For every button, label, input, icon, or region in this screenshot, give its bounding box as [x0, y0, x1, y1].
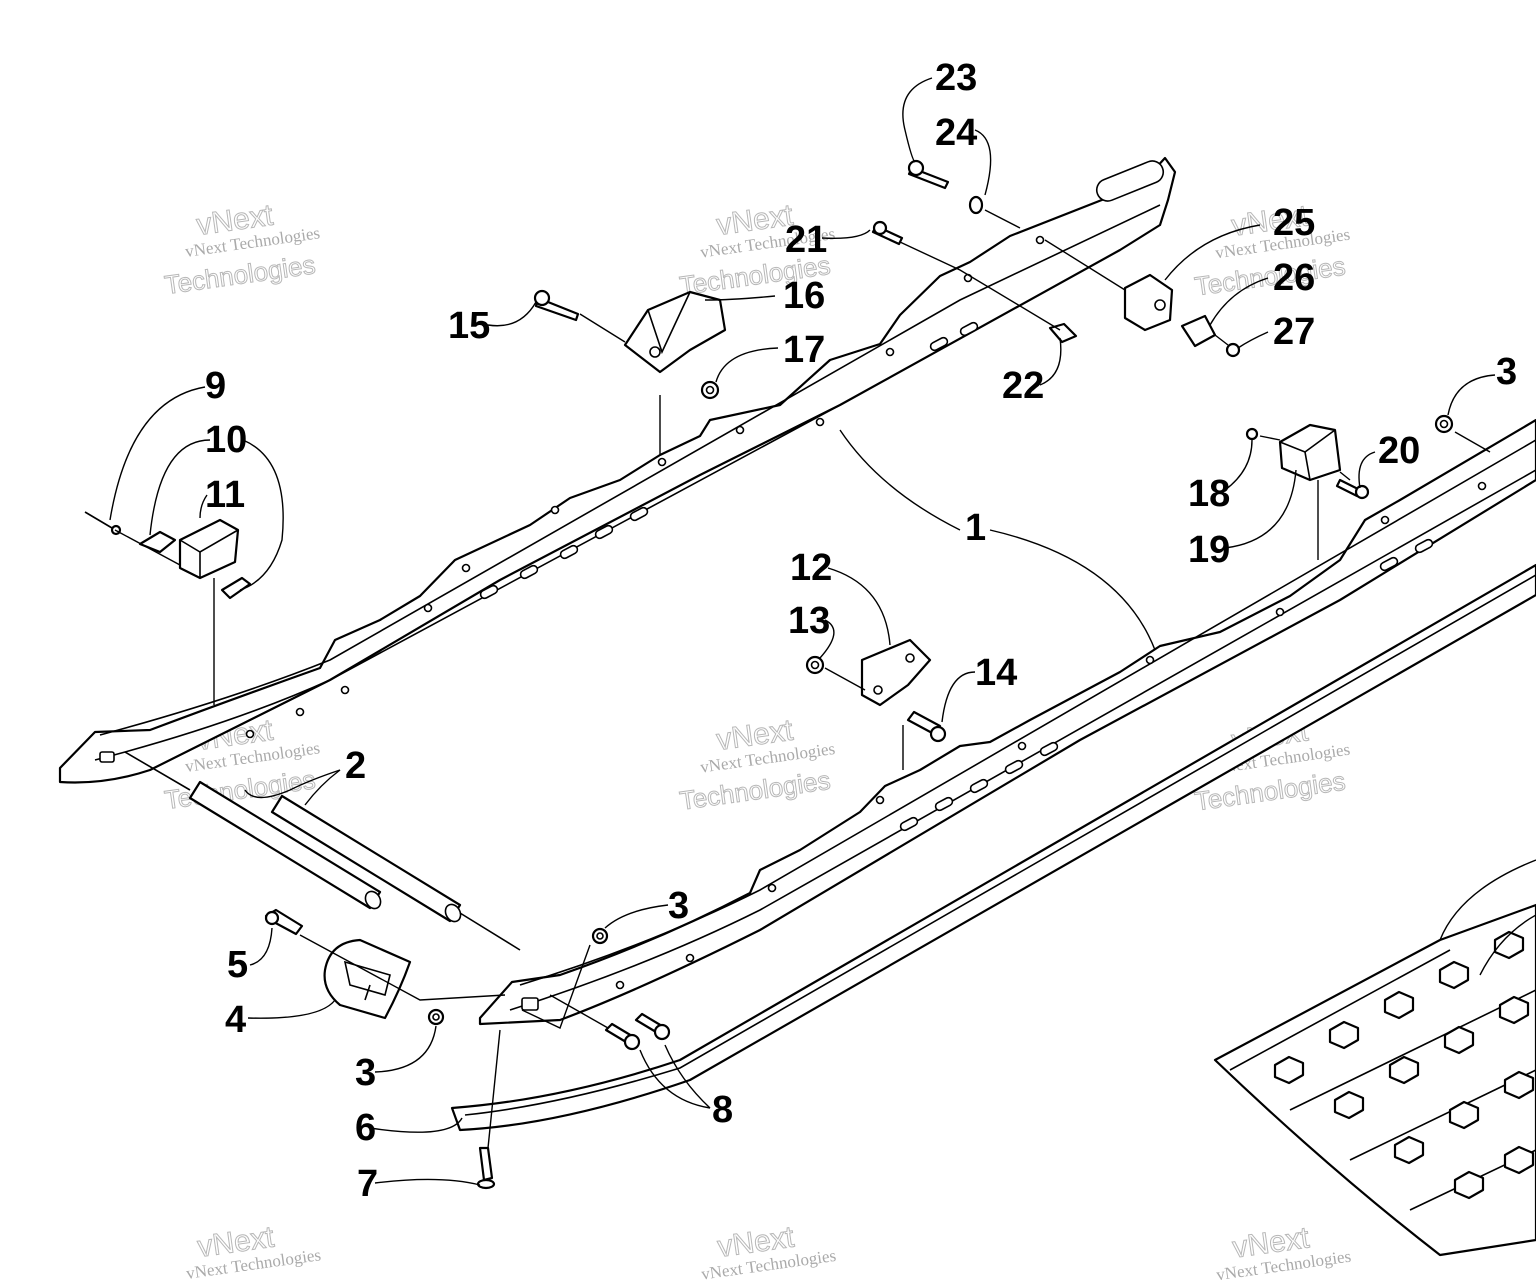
callout-24: 24	[935, 112, 977, 154]
bolt-21	[871, 220, 904, 246]
callout-6: 6	[355, 1107, 376, 1149]
callout-17: 17	[783, 329, 825, 371]
callout-3: 3	[668, 885, 689, 927]
callout-25: 25	[1273, 202, 1315, 244]
bracket-12	[860, 638, 932, 707]
callout-12: 12	[790, 547, 832, 589]
nut-3-upper	[591, 927, 609, 945]
bolts-8	[604, 1012, 671, 1051]
callouts: 1 2 3 3 3 4 5 6 7 8 9 10 11 12 13 14 15 …	[205, 57, 1517, 1205]
block-16	[623, 290, 727, 374]
callout-22: 22	[1002, 365, 1044, 407]
nut-3-right	[1434, 414, 1454, 434]
rail-holes-right	[615, 481, 1487, 990]
nut-18	[1245, 427, 1259, 441]
track-lug-group	[1273, 930, 1535, 1200]
callout-10: 10	[205, 419, 247, 461]
left-slide-rail	[58, 156, 1177, 784]
callout-15: 15	[448, 305, 490, 347]
bolt-20	[1335, 478, 1370, 500]
stopper-25	[1123, 273, 1174, 332]
callout-3: 3	[1496, 351, 1517, 393]
callout-23: 23	[935, 57, 977, 99]
rail-holes-left	[245, 235, 1045, 739]
callout-20: 20	[1378, 430, 1420, 472]
callout-27: 27	[1273, 311, 1315, 353]
rail-slots-right	[899, 538, 1434, 832]
screw-7	[476, 1146, 496, 1190]
assembly-lines	[114, 209, 1491, 1149]
callout-3: 3	[355, 1052, 376, 1094]
watermark: vNext vNext Technologies Technologies	[677, 713, 836, 816]
callout-26: 26	[1273, 257, 1315, 299]
callout-14: 14	[975, 652, 1017, 694]
watermark: vNext vNext Technologies	[185, 1220, 322, 1280]
watermark-layer: vNext vNext Technologies Technologies vN…	[162, 198, 1352, 1280]
callout-5: 5	[227, 944, 248, 986]
callout-21: 21	[785, 219, 827, 261]
wear-strip	[450, 563, 1536, 1132]
callout-9: 9	[205, 365, 226, 407]
callout-11: 11	[205, 474, 245, 516]
wheel-block-4	[323, 938, 412, 1020]
nut-13	[805, 655, 825, 675]
stop-block-11	[178, 518, 240, 580]
nut-3-lower	[427, 1008, 445, 1026]
bolt-5	[264, 908, 304, 936]
right-slide-rail	[478, 418, 1536, 1026]
cap-26	[1180, 314, 1217, 348]
block-19	[1278, 423, 1342, 482]
nut-17	[700, 380, 720, 400]
watermark: vNext vNext Technologies Technologies	[162, 198, 321, 300]
bolt-14	[906, 710, 947, 743]
callout-16: 16	[783, 275, 825, 317]
watermark: vNext vNext Technologies	[1215, 1221, 1352, 1280]
callout-1: 1	[965, 507, 986, 549]
callout-leaders	[109, 77, 1496, 1186]
callout-19: 19	[1188, 529, 1230, 571]
callout-4: 4	[225, 999, 246, 1041]
bolt-23	[907, 159, 950, 190]
watermark: vNext vNext Technologies	[700, 1220, 837, 1280]
bracket-10	[138, 530, 252, 600]
track-section	[1213, 859, 1536, 1257]
callout-7: 7	[357, 1163, 378, 1205]
cross-shafts	[124, 751, 521, 951]
nut-27	[1225, 342, 1241, 358]
rail-slots-left	[479, 321, 979, 600]
callout-13: 13	[788, 600, 830, 642]
bolt-15	[533, 289, 580, 322]
callout-2: 2	[345, 745, 366, 787]
callout-8: 8	[712, 1089, 733, 1131]
callout-18: 18	[1188, 473, 1230, 515]
pin-9	[84, 511, 122, 536]
washer-24	[968, 195, 984, 215]
watermark: vNext vNext Technologies Technologies	[1192, 199, 1351, 302]
